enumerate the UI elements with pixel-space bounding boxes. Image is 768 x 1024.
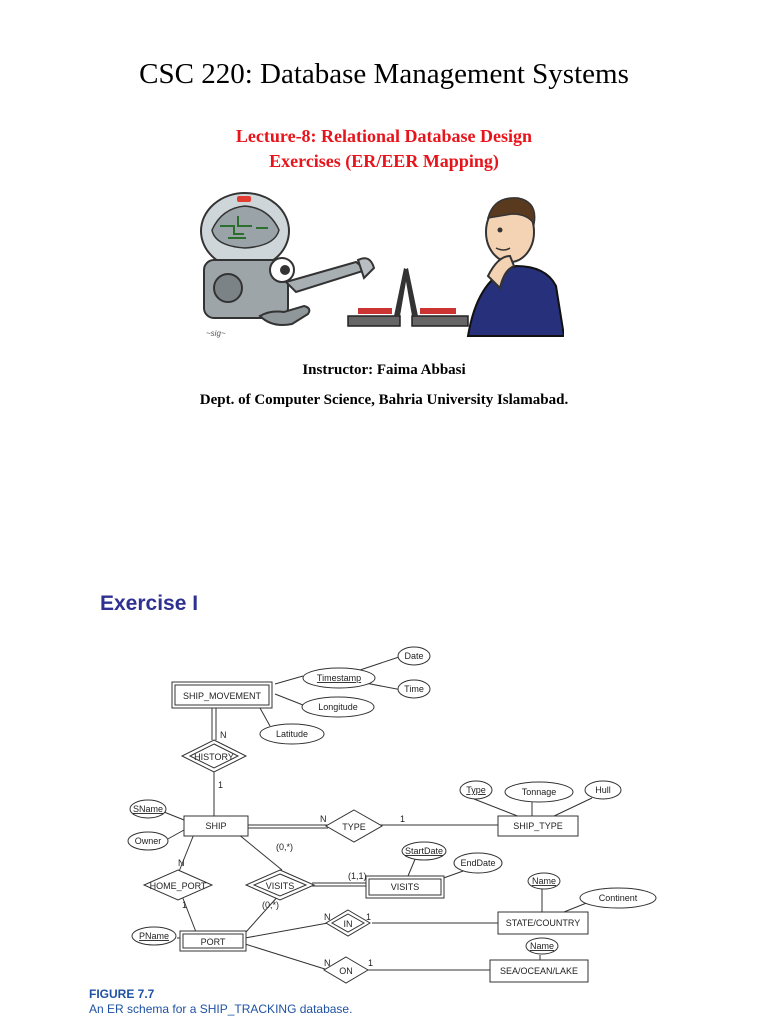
attr-pname-label: PName (139, 931, 169, 941)
attr-hull-label: Hull (595, 785, 611, 795)
attr-hull (584, 780, 622, 800)
rel-visits-label: VISITS (266, 881, 295, 891)
entity-ship (183, 815, 249, 837)
attr-date-label: Date (404, 651, 423, 661)
attr-continent-label: Continent (599, 893, 638, 903)
card-history-n: N (220, 730, 227, 740)
robot-arm (284, 260, 369, 294)
card-on-n: N (324, 958, 331, 968)
attr-time-label: Time (404, 684, 424, 694)
er-diagram: SHIP_MOVEMENT SHIP SHIP_TYPE PORT VISITS… (127, 646, 657, 984)
attr-startdate-label: StartDate (405, 846, 443, 856)
attr-owner-label: Owner (135, 836, 162, 846)
attr-tonnage-label: Tonnage (522, 787, 557, 797)
artist-signature: ~sig~ (206, 329, 226, 338)
card-homeport-1: 1 (182, 900, 187, 910)
rel-in-inner (330, 913, 366, 933)
attr-pname (131, 926, 177, 946)
card-history-1: 1 (218, 780, 223, 790)
rel-history-label: HISTORY (194, 752, 234, 762)
entity-state-country (497, 911, 589, 935)
exercise-heading: Exercise I (100, 592, 199, 615)
attr-time (397, 679, 431, 699)
entity-visits-inner (368, 878, 442, 896)
attr-sea-name-label: Name (530, 941, 554, 951)
card-visits-ship: (0,*) (276, 842, 293, 852)
rel-home-port (142, 869, 214, 901)
attr-enddate-label: EndDate (460, 858, 495, 868)
entity-sea-ocean-lake-label: SEA/OCEAN/LAKE (500, 966, 578, 976)
department-name: Dept. of Computer Science, Bahria Univer… (199, 392, 569, 408)
entity-port-inner (182, 933, 244, 949)
attr-latitude-label: Latitude (276, 729, 308, 739)
attr-continent (579, 887, 657, 909)
figure-caption: An ER schema for a SHIP_TRACKING databas… (89, 1002, 353, 1016)
card-type-1: 1 (400, 814, 405, 824)
attr-owner (127, 831, 169, 851)
lecture-topic-line: Exercises (ER/EER Mapping) (269, 151, 499, 171)
attr-startdate (401, 841, 447, 861)
card-in-1: 1 (366, 912, 371, 922)
entity-ship-movement-inner (174, 684, 270, 706)
entity-visits-label: VISITS (391, 882, 420, 892)
entity-ship-movement-label: SHIP_MOVEMENT (183, 691, 262, 701)
entity-ship-label: SHIP (205, 821, 226, 831)
instructor-name: Instructor: Faima Abbasi (302, 362, 466, 378)
lecture-title-line: Lecture-8: Relational Database Design (235, 126, 533, 146)
attr-tonnage (504, 781, 574, 803)
entity-port-label: PORT (201, 937, 226, 947)
human-shirt (466, 264, 564, 337)
entity-state-country-label: STATE/COUNTRY (506, 918, 581, 928)
robot-vs-human-illustration: ~sig~ (200, 192, 564, 338)
entity-ship-type (497, 815, 579, 837)
rel-history-inner (188, 743, 240, 769)
rel-on (323, 956, 369, 984)
attr-type-label: Type (466, 785, 486, 795)
attr-timestamp-label: Timestamp (317, 673, 361, 683)
rel-on-label: ON (339, 966, 353, 976)
figure-label: FIGURE 7.7 (89, 987, 155, 1001)
attr-state-name (527, 872, 561, 890)
card-type-n: N (320, 814, 327, 824)
rel-home-port-label: HOME_PORT (150, 881, 207, 891)
attr-enddate (453, 852, 503, 874)
attr-type (459, 780, 493, 800)
attr-sname (129, 799, 167, 819)
attr-sname-label: SName (133, 804, 163, 814)
rel-in-label: IN (344, 919, 353, 929)
card-in-n: N (324, 912, 331, 922)
card-visits-port: (0,*) (262, 900, 279, 910)
attr-latitude (259, 723, 325, 745)
lecture-subtitle: Lecture-8: Relational Database Design Ex… (0, 124, 768, 174)
human-laptop (411, 315, 469, 327)
card-on-1: 1 (368, 958, 373, 968)
robot-laptop (347, 315, 401, 327)
card-visits-entity: (1,1) (348, 871, 367, 881)
attr-date (397, 646, 431, 666)
rel-type (324, 809, 384, 843)
human-hand (486, 254, 516, 290)
attr-state-name-label: Name (532, 876, 556, 886)
entity-ship-type-label: SHIP_TYPE (513, 821, 563, 831)
entity-sea-ocean-lake (489, 959, 589, 983)
page-title: CSC 220: Database Management Systems (139, 58, 629, 90)
rel-visits-inner (252, 873, 308, 897)
attr-longitude (301, 696, 375, 718)
rel-type-label: TYPE (342, 822, 366, 832)
attr-longitude-label: Longitude (318, 702, 358, 712)
attr-sea-name (525, 937, 559, 955)
attr-timestamp (302, 667, 376, 689)
card-homeport-n: N (178, 858, 185, 868)
